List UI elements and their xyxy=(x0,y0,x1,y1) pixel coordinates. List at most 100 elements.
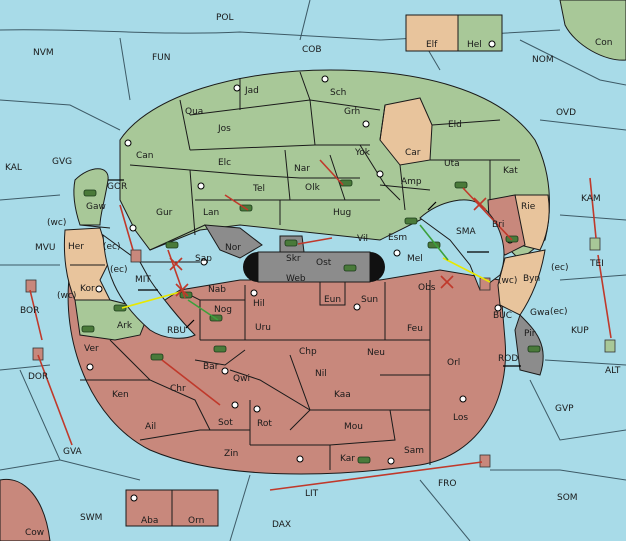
land-rot: Rot xyxy=(257,419,272,429)
sea-mit: MIT xyxy=(135,275,151,285)
coast-ec-gwa: (ec) xyxy=(550,307,568,317)
land-ken: Ken xyxy=(112,390,129,400)
sea-kup: KUP xyxy=(571,326,589,336)
inner-sea-sma xyxy=(419,199,505,291)
lake-west-end xyxy=(243,252,258,282)
land-kat: Kat xyxy=(503,166,518,176)
land-lan: Lan xyxy=(203,208,219,218)
land-sun: Sun xyxy=(361,295,378,305)
land-gur: Gur xyxy=(156,208,173,218)
land-hug: Hug xyxy=(333,208,351,218)
land-tel: Tel xyxy=(252,184,265,194)
sea-pol: POL xyxy=(216,13,234,23)
land-amp: Amp xyxy=(401,177,422,187)
land-eld: Eld xyxy=(448,120,462,130)
sea-som: SOM xyxy=(557,493,578,503)
land-kaa: Kaa xyxy=(334,390,351,400)
sea-swm: SWM xyxy=(80,513,102,523)
land-sap: Sap xyxy=(195,254,212,264)
land-orn: Orn xyxy=(188,516,204,526)
land-nab: Nab xyxy=(208,285,226,295)
land-label-group: Elf Hel Con Jad Sch Qua Grh Jos Eld Can … xyxy=(25,38,613,538)
inner-sea-mit xyxy=(102,233,196,339)
sea-ovd: OVD xyxy=(556,108,576,118)
sea-tei: TEI xyxy=(589,259,604,269)
land-obs: Obs xyxy=(418,283,436,293)
land-nog: Nog xyxy=(214,305,232,315)
land-qua: Qua xyxy=(185,107,203,117)
land-elf: Elf xyxy=(426,40,438,50)
sea-gvp: GVP xyxy=(555,404,574,414)
land-sam: Sam xyxy=(404,446,424,456)
land-yok: Yok xyxy=(354,148,371,158)
lake-east-end xyxy=(370,252,385,282)
land-car: Car xyxy=(405,148,421,158)
land-pir: Pir xyxy=(524,329,536,339)
land-chp: Chp xyxy=(299,347,317,357)
land-qwi: Qwi xyxy=(233,374,250,384)
order-arrows xyxy=(29,159,612,491)
land-gwa: Gwa xyxy=(530,308,550,318)
land-cow: Cow xyxy=(25,528,44,538)
land-grh: Grh xyxy=(344,107,360,117)
sea-nom: NOM xyxy=(532,55,554,65)
sea-rod: ROD xyxy=(498,354,518,364)
sea-fro: FRO xyxy=(438,479,457,489)
land-can: Can xyxy=(136,151,154,161)
sea-fun: FUN xyxy=(152,53,171,63)
land-web: Web xyxy=(286,274,306,284)
land-ail: Ail xyxy=(145,422,156,432)
sea-dax: DAX xyxy=(272,520,291,530)
land-uru: Uru xyxy=(255,323,271,333)
sea-buc: BUC xyxy=(493,311,512,321)
sea-dor: DOR xyxy=(28,372,48,382)
coast-ec-kor: (ec) xyxy=(110,265,128,275)
land-ver: Ver xyxy=(84,344,99,354)
land-gaw: Gaw xyxy=(86,202,106,212)
land-byn: Byn xyxy=(523,274,540,284)
coast-ec-her: (ec) xyxy=(103,242,121,252)
land-bar: Bar xyxy=(203,362,219,372)
land-jos: Jos xyxy=(217,124,231,134)
land-rie: Rie xyxy=(521,202,536,212)
land-jad: Jad xyxy=(244,86,259,96)
land-skr: Skr xyxy=(286,254,301,264)
coast-marks: (wc) (ec) (ec) (wc) (wc) (ec) (ec) xyxy=(47,218,569,317)
land-nil: Nil xyxy=(315,369,327,379)
land-sot: Sot xyxy=(218,418,233,428)
sea-kal: KAL xyxy=(5,163,22,173)
continent xyxy=(63,69,550,475)
land-nor: Nor xyxy=(225,243,241,253)
land-hil: Hil xyxy=(253,299,265,309)
land-vil: Vil xyxy=(357,234,368,244)
sea-cob: COB xyxy=(302,45,322,55)
land-bri: Bri xyxy=(492,220,504,230)
land-aba: Aba xyxy=(141,516,158,526)
land-olk: Olk xyxy=(305,183,321,193)
sea-nvm: NVM xyxy=(33,48,54,58)
sea-gva: GVA xyxy=(63,447,83,457)
channel-arrows xyxy=(108,179,521,367)
sea-kam: KAM xyxy=(581,194,601,204)
land-eun: Eun xyxy=(324,295,341,305)
land-her: Her xyxy=(68,242,84,252)
land-uta: Uta xyxy=(444,159,460,169)
land-ost: Ost xyxy=(316,258,332,268)
sea-gvg: GVG xyxy=(52,157,72,167)
sea-label-group: POL NVM FUN COB NOM OVD KAL GVG KAM GOR … xyxy=(5,13,621,530)
land-sch: Sch xyxy=(330,88,346,98)
land-hel: Hel xyxy=(467,40,482,50)
land-chr: Chr xyxy=(170,384,186,394)
coast-ec-byn: (ec) xyxy=(551,263,569,273)
land-con: Con xyxy=(595,38,613,48)
sea-lit: LIT xyxy=(305,489,319,499)
sea-mvu: MVU xyxy=(35,243,56,253)
land-mou: Mou xyxy=(344,422,363,432)
sea-gor: GOR xyxy=(107,182,127,192)
coast-wc-byn: (wc) xyxy=(498,276,517,286)
land-mel: Mel xyxy=(407,254,423,264)
land-los: Los xyxy=(453,413,468,423)
land-esm: Esm xyxy=(388,233,407,243)
